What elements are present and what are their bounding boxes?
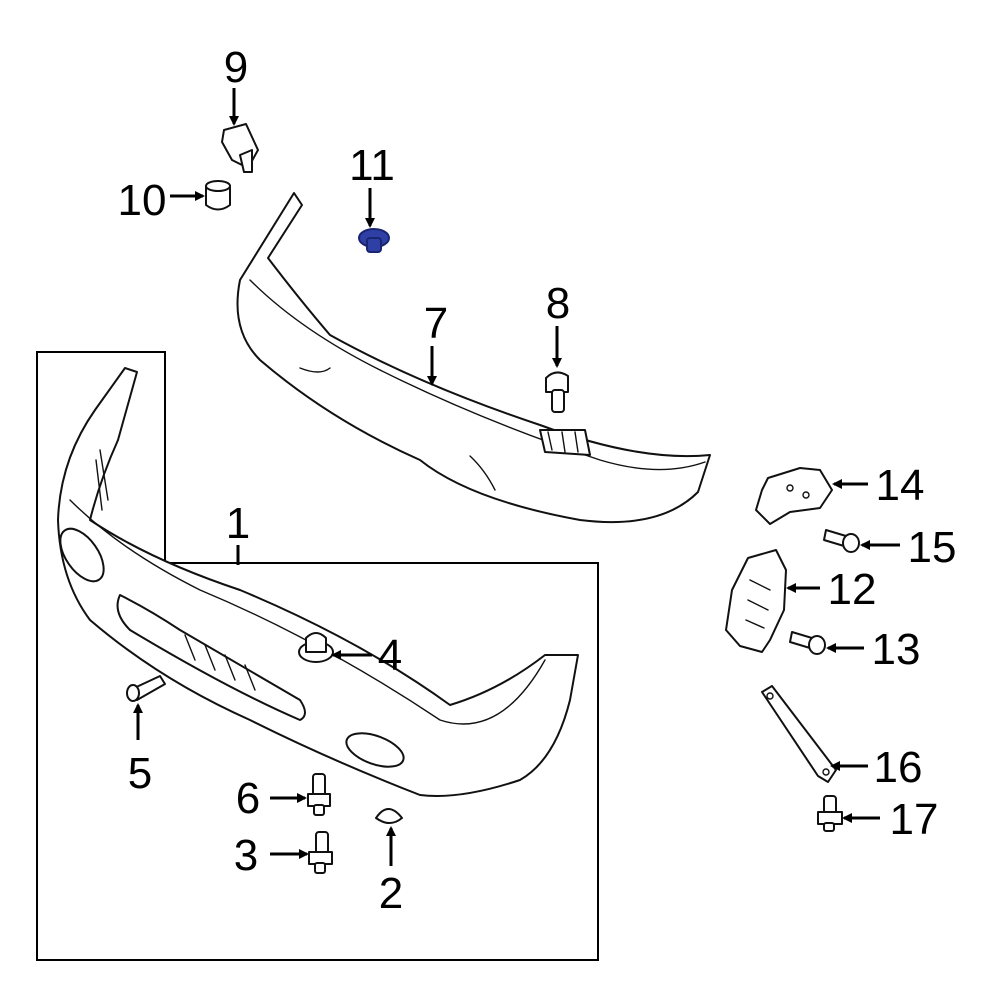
callout-16: 16	[874, 743, 923, 792]
front-bumper[interactable]	[52, 367, 579, 797]
callout-3: 3	[234, 831, 258, 880]
callout-12: 12	[828, 565, 877, 614]
callout-10: 10	[118, 176, 167, 225]
assembly-group-box	[36, 351, 599, 961]
upper-bumper-cover[interactable]	[236, 192, 711, 523]
bolt-17[interactable]	[817, 795, 843, 832]
retainer-clip-highlighted[interactable]	[358, 228, 390, 253]
callout-7: 7	[424, 299, 448, 348]
callout-1: 1	[226, 499, 250, 548]
callout-6: 6	[236, 774, 260, 823]
callout-5: 5	[128, 749, 152, 798]
callout-13: 13	[872, 625, 921, 674]
callout-11: 11	[349, 141, 395, 190]
bracket-clip-9[interactable]	[221, 123, 259, 173]
callout-labels: 1 2 3 4 5 6 7 8 9 10 11 12 13 14 15 16 1…	[118, 43, 957, 918]
bolt-6[interactable]	[307, 773, 331, 816]
bracket-14[interactable]	[755, 467, 833, 525]
clip-2[interactable]	[375, 808, 403, 824]
bolt-13[interactable]	[789, 631, 826, 655]
bumper-stop-10[interactable]	[205, 180, 231, 211]
callout-4: 4	[378, 631, 402, 680]
bolt-8[interactable]	[545, 371, 569, 413]
leader-lines	[133, 88, 900, 866]
callout-15: 15	[908, 523, 957, 572]
bolt-15[interactable]	[823, 529, 860, 553]
callout-8: 8	[546, 279, 570, 328]
callout-17: 17	[890, 795, 939, 844]
bolt-3[interactable]	[308, 831, 333, 874]
callout-2: 2	[379, 869, 403, 918]
callout-14: 14	[876, 461, 925, 510]
bracket-12[interactable]	[725, 549, 787, 653]
callout-9: 9	[224, 43, 248, 92]
brace-16[interactable]	[761, 685, 837, 783]
pin-5[interactable]	[126, 675, 166, 702]
